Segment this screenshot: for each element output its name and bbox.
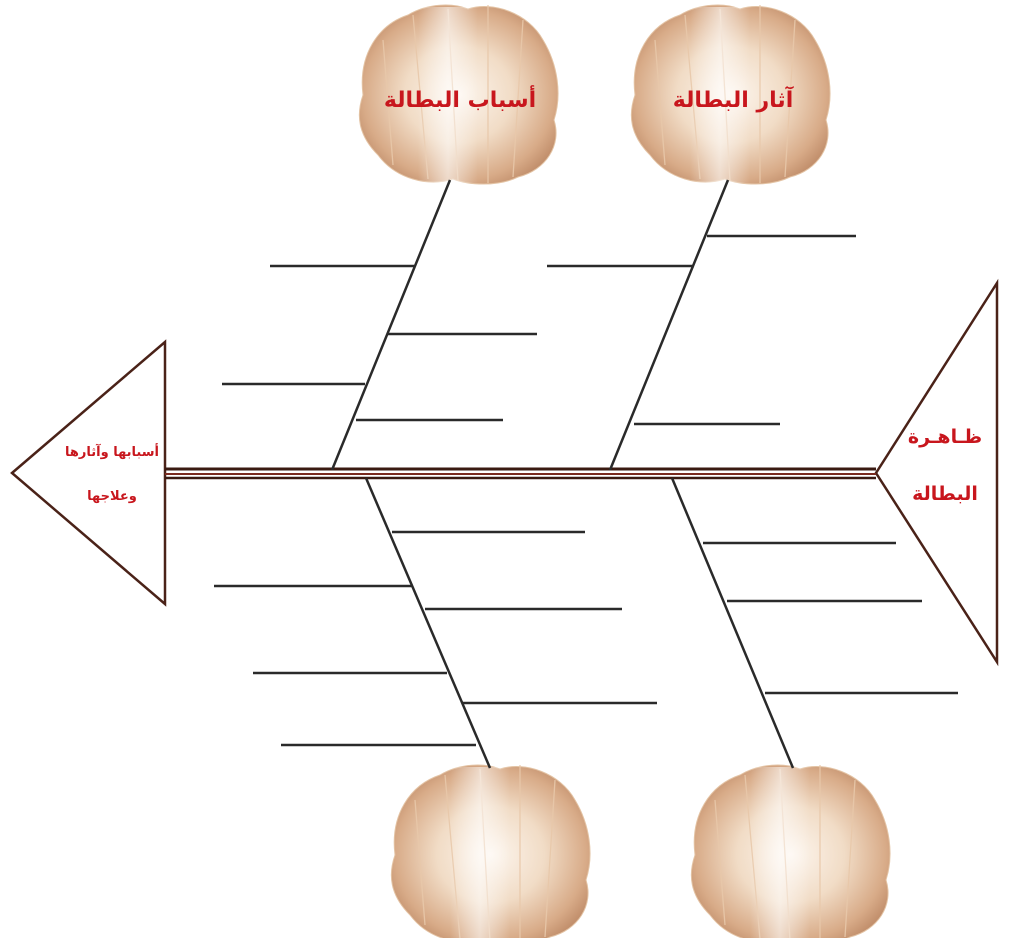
bubble-top-right <box>630 4 831 185</box>
bone-bottom-right <box>670 477 795 769</box>
bone-bottom-left <box>364 477 492 769</box>
bone-top-right <box>608 179 730 471</box>
head-label-line-1: ظـاهـرة <box>908 426 982 448</box>
bone-top-left <box>330 179 452 471</box>
tail-label-line-1: أسبابها وآثارها <box>65 443 159 460</box>
bubble-top-left <box>358 4 559 185</box>
bubble-label-effects: آثار البطالة <box>673 85 794 113</box>
bubble-bottom-right <box>690 764 891 938</box>
fish-tail-triangle <box>10 339 167 607</box>
spine <box>165 467 876 480</box>
bubble-bottom-left <box>390 764 591 938</box>
tail-label-line-2: وعلاجها <box>87 489 137 504</box>
bubble-label-causes: أسباب البطالة <box>384 84 536 113</box>
fish-head-triangle <box>874 278 999 667</box>
head-label-line-2: البطالة <box>912 483 978 505</box>
